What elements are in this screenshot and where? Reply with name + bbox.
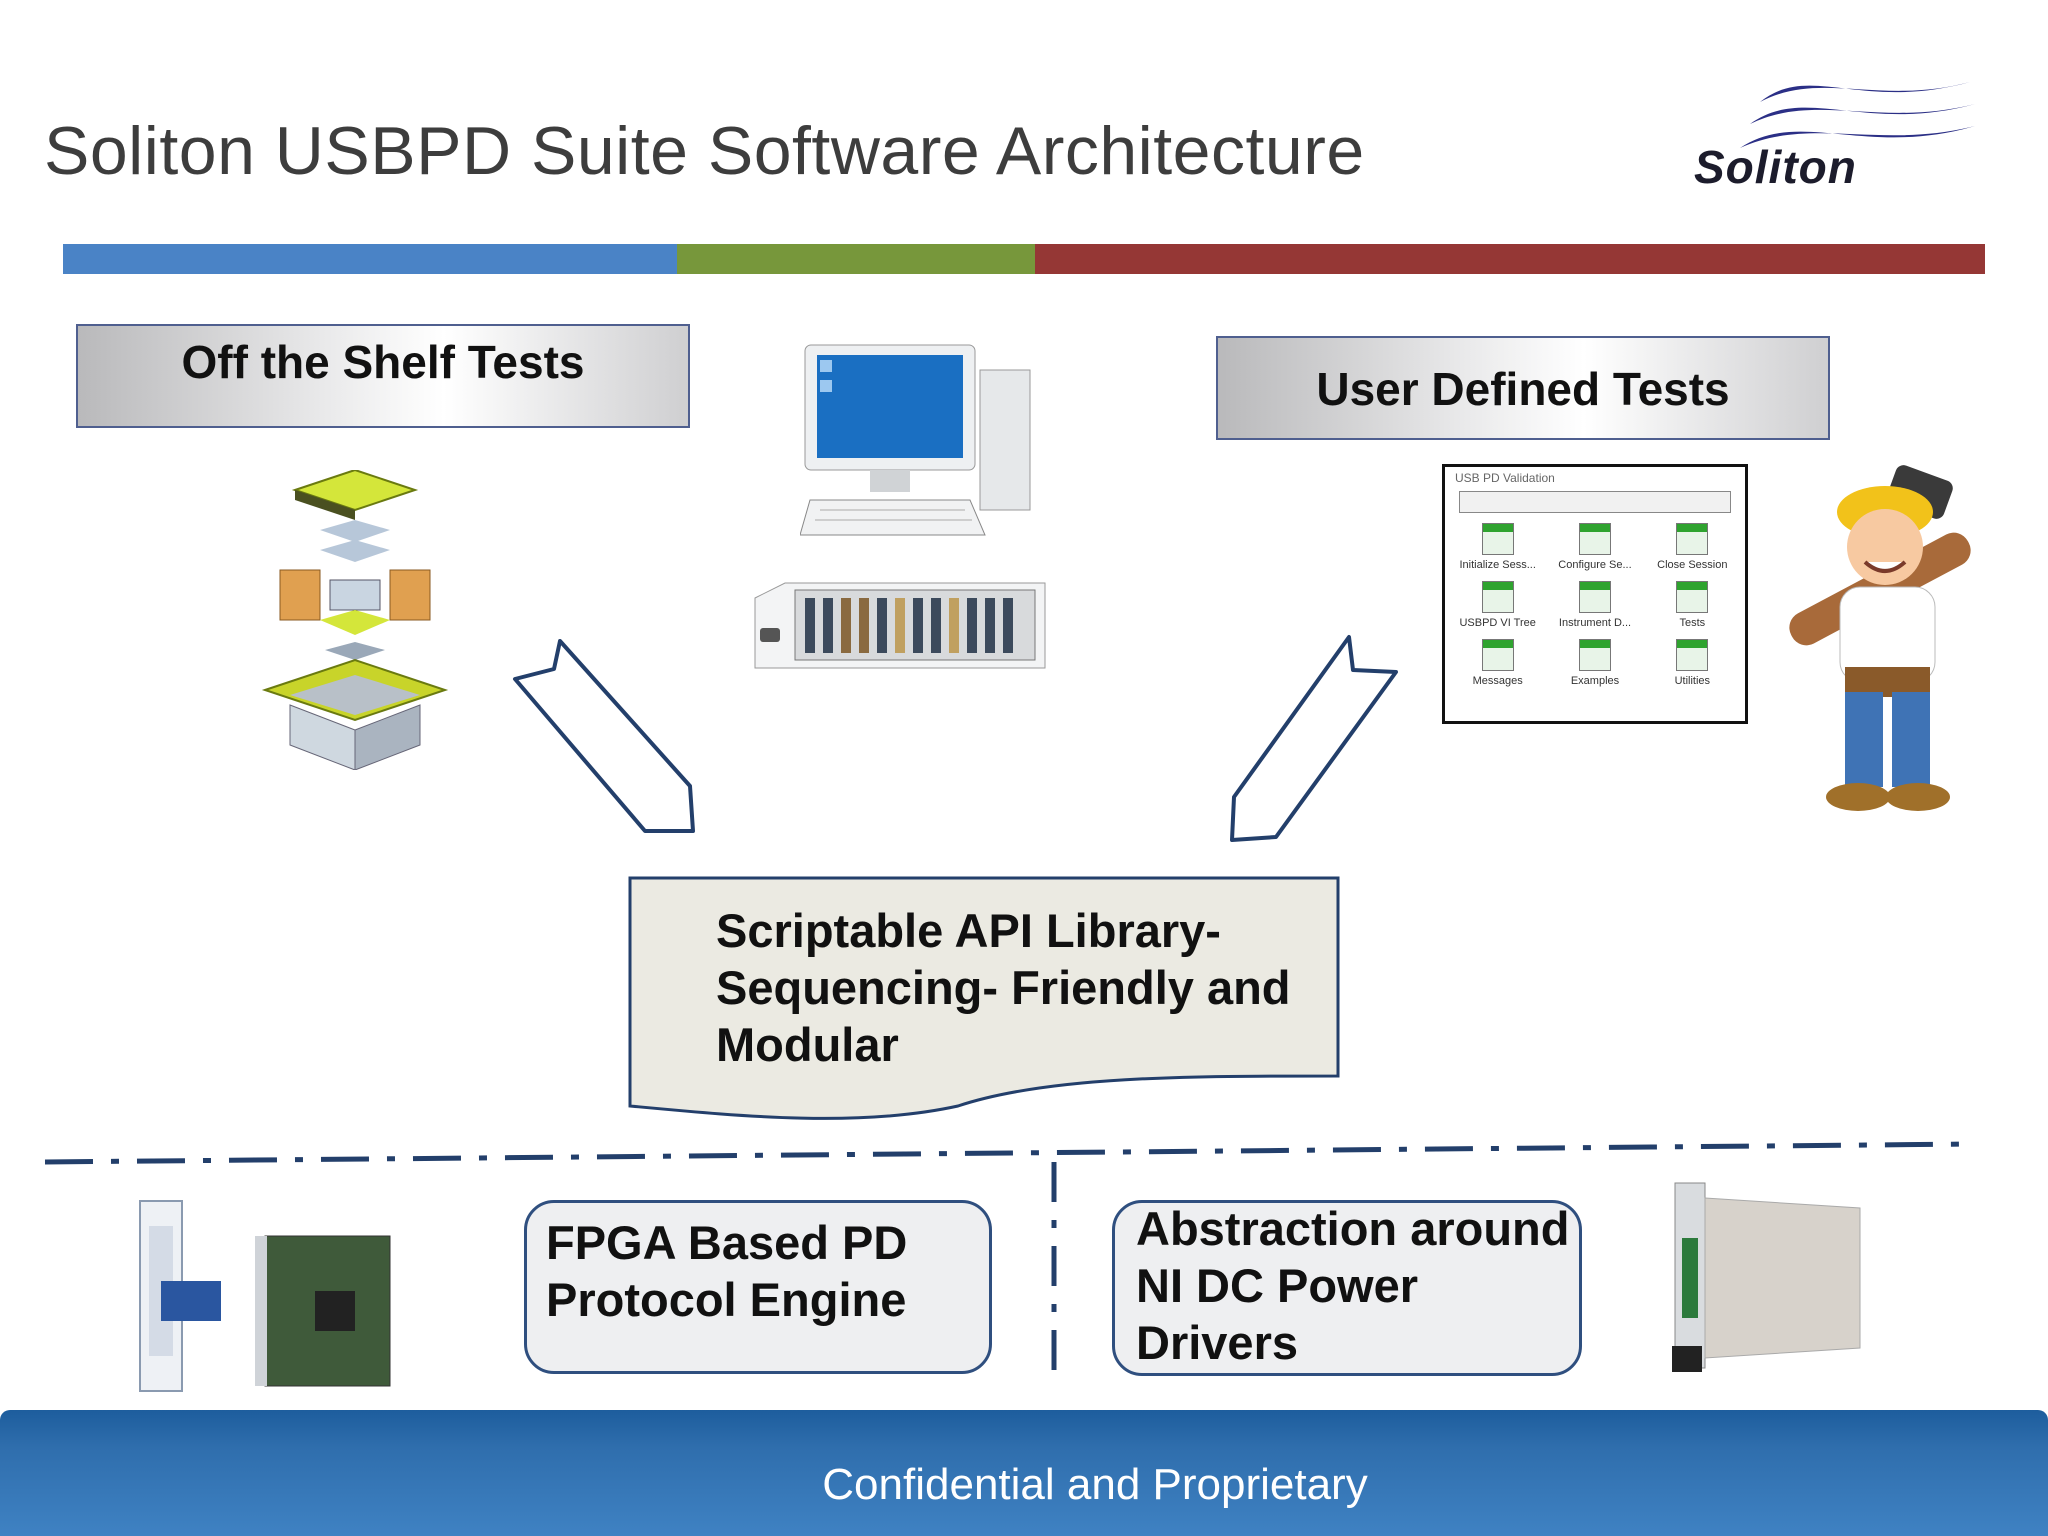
off-the-shelf-tests-box: Off the Shelf Tests bbox=[76, 324, 690, 428]
vi-icon bbox=[1481, 639, 1514, 671]
palette-item: Examples bbox=[1546, 639, 1643, 687]
ni-dc-power-card-icon bbox=[1672, 1182, 1861, 1372]
palette-item: USBPD VI Tree bbox=[1449, 581, 1546, 629]
desktop-computer-icon bbox=[800, 344, 1031, 536]
vi-icon bbox=[1578, 581, 1611, 613]
band-green bbox=[677, 244, 1035, 274]
wave-logo-icon bbox=[1740, 82, 1975, 148]
palette-item-label: Instrument D... bbox=[1558, 617, 1632, 629]
footer-text: Confidential and Proprietary bbox=[822, 1460, 1368, 1509]
vertical-separator-line bbox=[1051, 1162, 1057, 1378]
band-blue bbox=[63, 244, 677, 274]
vi-icon bbox=[1578, 523, 1611, 555]
palette-item-label: Utilities bbox=[1674, 675, 1711, 687]
palette-item: Close Session bbox=[1644, 523, 1741, 571]
abstraction-box bbox=[1112, 1200, 1582, 1376]
palette-item: Messages bbox=[1449, 639, 1546, 687]
palette-item: Instrument D... bbox=[1546, 581, 1643, 629]
api-library-label: Scriptable API Library- Sequencing- Frie… bbox=[716, 904, 1291, 1071]
fpga-card-icon bbox=[139, 1200, 391, 1392]
layer-separator-line bbox=[44, 1141, 1976, 1165]
footer-bar bbox=[0, 1410, 2048, 1536]
palette-item-label: Tests bbox=[1679, 617, 1706, 629]
user-defined-tests-box: User Defined Tests bbox=[1216, 336, 1830, 440]
page-title: Soliton USBPD Suite Software Architectur… bbox=[44, 113, 1365, 189]
fpga-engine-label: FPGA Based PD Protocol Engine bbox=[546, 1216, 908, 1326]
palette-item: Utilities bbox=[1644, 639, 1741, 687]
palette-item-label: Messages bbox=[1472, 675, 1523, 687]
worker-cartoon-icon bbox=[1789, 465, 1971, 811]
logo-text: Soliton bbox=[1694, 141, 1857, 193]
right-arrow-icon bbox=[1230, 635, 1398, 842]
band-red bbox=[1035, 244, 1985, 274]
palette-item-label: Close Session bbox=[1657, 559, 1728, 571]
vi-icon bbox=[1481, 581, 1514, 613]
pxi-chassis-icon bbox=[754, 582, 1046, 669]
fpga-engine-box bbox=[524, 1200, 992, 1374]
palette-item: Tests bbox=[1644, 581, 1741, 629]
left-arrow-icon bbox=[513, 639, 695, 833]
palette-item-label: Initialize Sess... bbox=[1459, 559, 1536, 571]
vi-icon bbox=[1578, 639, 1611, 671]
palette-grid: Initialize Sess... Configure Se... Close… bbox=[1445, 515, 1745, 695]
palette-item: Initialize Sess... bbox=[1449, 523, 1546, 571]
palette-item-label: Configure Se... bbox=[1558, 559, 1632, 571]
palette-item-label: USBPD VI Tree bbox=[1459, 617, 1536, 629]
vi-icon bbox=[1481, 523, 1514, 555]
palette-title: USB PD Validation bbox=[1455, 471, 1555, 485]
api-library-document-shape bbox=[628, 876, 1340, 1120]
labview-palette-window: USB PD Validation Initialize Sess... Con… bbox=[1442, 464, 1748, 724]
vi-icon bbox=[1676, 639, 1709, 671]
abstraction-label: Abstraction around NI DC Power Drivers bbox=[1136, 1202, 1570, 1369]
vi-icon bbox=[1676, 581, 1709, 613]
vi-icon bbox=[1676, 523, 1709, 555]
exploded-package-icon bbox=[261, 470, 449, 770]
palette-item-label: Examples bbox=[1570, 675, 1620, 687]
header-color-band bbox=[63, 244, 1985, 274]
palette-toolbar bbox=[1459, 491, 1731, 513]
soliton-logo: Soliton bbox=[1690, 62, 1980, 202]
palette-item: Configure Se... bbox=[1546, 523, 1643, 571]
